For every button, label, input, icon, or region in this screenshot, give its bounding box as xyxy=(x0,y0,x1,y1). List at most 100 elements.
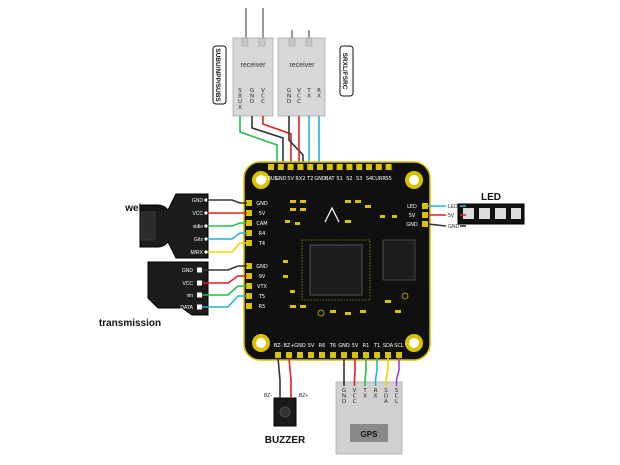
fc-bottom-pad-gnd-2 xyxy=(297,352,303,358)
fc-left-pin-label: 9V xyxy=(259,274,266,280)
fc-top-pin-label: S5 xyxy=(385,176,391,182)
fc-bottom-pin-label: T6 xyxy=(329,343,336,349)
fc-top-pin-label: S3 xyxy=(356,176,362,182)
wire-gps-tx xyxy=(364,358,367,386)
wire-sbus xyxy=(239,116,278,172)
fc-left-pad-t4-4 xyxy=(246,240,252,246)
wire-gps-scl xyxy=(395,358,400,386)
fc-bottom-pad-t1-9 xyxy=(374,352,380,358)
fc-top-pad-s5-12 xyxy=(385,164,392,170)
webcam-pin-gnd: GND xyxy=(192,198,204,204)
mcu-chip xyxy=(309,244,363,296)
fc-left-pin-label: CAM xyxy=(256,221,267,227)
transmission-pin-vin: vin xyxy=(187,293,194,299)
fc-bottom-pin-label: R1 xyxy=(363,343,370,349)
fc-left-pad-gnd-0 xyxy=(246,200,252,206)
fc-left-pin-label: 5V xyxy=(259,211,266,217)
wire-transmission-vcc xyxy=(202,275,247,284)
fc-top-pad-sbus-0 xyxy=(268,164,274,170)
transmission-pin-gnd: GND xyxy=(182,268,194,274)
fc-right-pin-label: LED xyxy=(407,204,417,210)
fc-top-pin-label: S4 xyxy=(366,176,372,182)
led-pins: LED 5V GND xyxy=(448,204,460,230)
fc-left-pad-t5-8 xyxy=(246,293,252,299)
transmission-pin-vcc: VCC xyxy=(182,281,193,287)
receiver-right-side-label-box: SRXL/FSRC xyxy=(339,45,354,97)
receiver-left-side-label: SUBU/NPP/SUBS xyxy=(214,48,221,102)
led-pin-5v: 5V xyxy=(448,213,455,219)
fc-top-pin-label: BAT xyxy=(325,176,335,182)
fc-left-pin-label: VTX xyxy=(257,284,267,290)
wire-rxl-gnd xyxy=(251,116,284,172)
fc-left-pad-r5-9 xyxy=(246,303,252,309)
webcam-pin-vcc: VCC xyxy=(192,211,203,217)
buzzer: BUZZER xyxy=(265,397,306,446)
fc-bottom-pad-scl-11 xyxy=(396,352,402,358)
wire-webcam-g-tx xyxy=(207,232,247,240)
gps-module: GPS xyxy=(335,381,403,455)
led-pin-gnd: GND xyxy=(448,224,460,230)
buzzer-pin-bz: BZ+ xyxy=(299,393,308,399)
transmission: transmission xyxy=(99,261,209,329)
smd-components xyxy=(283,200,401,315)
fc-top-pad-s1-7 xyxy=(336,164,343,170)
fc-bottom-pin-label: GND xyxy=(294,343,306,349)
fc-left-pin-label: T4 xyxy=(258,241,265,247)
fc-left-pin-label: GND xyxy=(256,264,268,270)
webcam-label: webcam xyxy=(124,203,165,214)
fc-bottom-pad-gnd-6 xyxy=(341,352,347,358)
wire-transmission-data xyxy=(202,295,247,308)
wire-webcam-m-rx xyxy=(207,242,247,253)
fc-bottom-pad-bz-0 xyxy=(275,352,281,358)
wire-gps-rx xyxy=(374,358,378,386)
receiver-left-title: receiver xyxy=(241,62,267,69)
transmission-label: transmission xyxy=(99,318,161,329)
fc-bottom-pin-label: SDA xyxy=(383,343,394,349)
gps-label: GPS xyxy=(361,430,379,439)
fc-bottom-pin-label: SCL xyxy=(394,343,404,349)
secondary-chip xyxy=(382,239,416,281)
fc-top-pad-s4-10 xyxy=(366,164,372,170)
fc-top-pin-label: T2 xyxy=(306,176,313,182)
fc-bottom-pad-t6-5 xyxy=(330,352,336,358)
wire-transmission-gnd xyxy=(202,265,247,271)
right-wires xyxy=(427,205,466,227)
fc-right-pin-label: GND xyxy=(406,222,418,228)
led-pin-led: LED xyxy=(448,204,458,210)
fc-left-pad-9v-6 xyxy=(246,273,252,279)
webcam-pin-m-rx: M/RX xyxy=(191,250,204,256)
fc-top-pin-label: S1 xyxy=(336,176,342,182)
fc-top-pad-gnd-1 xyxy=(277,164,284,170)
fc-bottom-pin-label: GND xyxy=(338,343,350,349)
wire-webcam-vidio xyxy=(207,222,247,227)
wire-led-gnd xyxy=(427,223,447,227)
fc-right-pad-5v xyxy=(422,212,428,218)
fc-left-pin-label: GND xyxy=(256,201,268,207)
fc-bottom-pin-label: BZ- xyxy=(274,343,283,349)
fc-bottom-pad-5v-7 xyxy=(352,352,358,358)
fc-bottom-pad-5v-3 xyxy=(308,352,314,358)
fc-top-pad-bat-6 xyxy=(326,164,333,170)
fc-right-pin-label: 5V xyxy=(409,213,416,219)
left-wires xyxy=(202,199,247,308)
fc-top-pin-label: S2 xyxy=(346,176,352,182)
arrow-marker xyxy=(324,206,340,223)
fc-left-pad-vtx-7 xyxy=(246,283,252,289)
fc-top-pin-label: CURR xyxy=(372,176,387,182)
receiver-right-title: receiver xyxy=(290,62,316,69)
